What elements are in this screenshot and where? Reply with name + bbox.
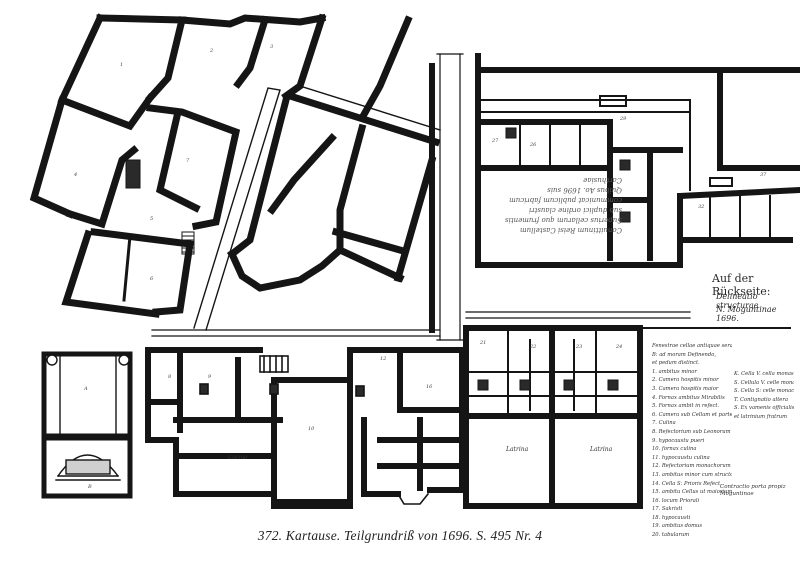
legend-left-column: Fenestrae cellae antiquae seraetul B: ad … bbox=[652, 342, 732, 540]
svg-text:Carthusiae: Carthusiae bbox=[583, 176, 622, 184]
legend-entry: Fenestrae cellae antiquae seraetul bbox=[652, 343, 732, 349]
legend-entry: 8. Refectorium sub Leonorum bbox=[652, 428, 731, 435]
svg-text:1: 1 bbox=[120, 62, 123, 68]
svg-text:10: 10 bbox=[308, 426, 315, 432]
legend-entry: 19. ambitus domus bbox=[652, 523, 702, 530]
svg-text:37: 37 bbox=[760, 172, 767, 178]
svg-text:5: 5 bbox=[150, 216, 153, 222]
svg-text:A: A bbox=[83, 386, 88, 392]
svg-text:32: 32 bbox=[698, 204, 704, 210]
legend-entry: K. Cella V. cella monastica bbox=[734, 371, 794, 377]
svg-text:12: 12 bbox=[380, 356, 386, 362]
legend-entry: 9. hypocaustu pueri bbox=[652, 437, 705, 444]
legend-entry: 11. hypocaustu culina bbox=[652, 454, 710, 461]
mirrored-script: Conuittinum Reisi Castellum Superius cel… bbox=[505, 176, 622, 234]
legend-right-column: K. Cella V. cella monastica S. Cellula V.… bbox=[734, 370, 794, 422]
legend-entry: 10. fornax culina bbox=[652, 446, 697, 453]
north-east-block bbox=[475, 53, 800, 268]
annotation-title: Auf der Rückseite: bbox=[712, 272, 771, 298]
legend-entry: et latrinium fratrum bbox=[734, 413, 788, 420]
svg-text:Quibus Ao. 1696 suis: Quibus Ao. 1696 suis bbox=[547, 186, 622, 194]
legend-entry: 18. hypocausti bbox=[652, 514, 691, 521]
svg-text:22: 22 bbox=[529, 344, 536, 350]
south-east-block bbox=[463, 325, 643, 509]
legend-entry: 16. locum Priorali bbox=[652, 497, 700, 504]
svg-text:26: 26 bbox=[529, 142, 537, 148]
vertical-corridor bbox=[436, 53, 464, 341]
latrina-label-1: Latrina bbox=[506, 446, 529, 453]
legend-entry: 15. ambitu Cellus ut maiorium bbox=[652, 489, 732, 496]
legend-entry: S. Cella S: celle monachum bbox=[734, 388, 794, 395]
legend-entry: B: ad moram Definendo, bbox=[652, 351, 716, 358]
legend-entry: 4. Fornax ambitus Mirabilis bbox=[652, 394, 725, 401]
rotated-building-block bbox=[29, 13, 441, 318]
legend-entry: S. Cellula V. celle monachum bbox=[734, 379, 794, 386]
svg-text:sub duplici ordine claustri: sub duplici ordine claustri bbox=[529, 206, 622, 214]
legend-entry: 14. Cella S: Prioris Refect. bbox=[652, 480, 722, 487]
svg-text:29: 29 bbox=[619, 116, 627, 122]
legend-entry: 5. Fornax ambit in refect. bbox=[652, 403, 720, 410]
svg-text:24: 24 bbox=[615, 344, 622, 350]
cellar-label: caeme bbox=[228, 454, 248, 461]
legend-entry: et pedum distinct. bbox=[652, 360, 700, 367]
legend-entry: 1. ambitus minor bbox=[652, 368, 697, 375]
detail-drawings bbox=[41, 351, 133, 499]
corner-note: Contractio porta propiz Moguntinae bbox=[720, 484, 786, 497]
svg-text:Superius cellarum quo frumenti: Superius cellarum quo frumentis bbox=[505, 216, 622, 224]
legend-entry: 7. Culina bbox=[652, 420, 676, 427]
latrina-label-2: Latrina bbox=[590, 446, 613, 453]
svg-text:4: 4 bbox=[73, 172, 77, 178]
svg-text:8: 8 bbox=[168, 374, 171, 380]
horizontal-corridor bbox=[151, 311, 691, 337]
svg-text:9: 9 bbox=[208, 374, 212, 380]
south-west-block bbox=[145, 347, 465, 509]
svg-text:7: 7 bbox=[186, 158, 190, 164]
annotation-line-2: N. Moguntinae 1696. bbox=[716, 305, 777, 323]
legend-entry: 13. ambitus minor cum structo bbox=[652, 471, 732, 478]
legend-entry: 17. Sakristi bbox=[652, 506, 683, 513]
figure-caption: 372. Kartause. Teilgrundriß von 1696. S.… bbox=[257, 528, 543, 543]
legend-entry: T. Contignatio altera bbox=[734, 396, 788, 403]
svg-text:Conuittinum Reisi Castellum: Conuittinum Reisi Castellum bbox=[520, 226, 622, 234]
legend-entry: 6. Camera sub Cellam et parte bbox=[652, 411, 732, 418]
legend-entry: 2. Camera hospitis minor bbox=[652, 377, 719, 384]
svg-text:3: 3 bbox=[270, 44, 273, 50]
annotation-line-1: Delineatio structurae bbox=[716, 292, 759, 310]
legend-entry: 20. tabularum bbox=[652, 532, 690, 539]
svg-text:16: 16 bbox=[426, 384, 433, 390]
svg-text:2: 2 bbox=[209, 48, 213, 54]
svg-text:B: B bbox=[87, 484, 92, 490]
svg-text:21: 21 bbox=[479, 340, 486, 346]
svg-text:communicat publicum fabricum: communicat publicum fabricum bbox=[509, 196, 622, 204]
legend-entry: 12. Refectorium monachorum bbox=[652, 463, 731, 470]
legend-entry: S. Ex vamenis officialis bbox=[734, 405, 794, 412]
svg-text:23: 23 bbox=[575, 344, 582, 350]
svg-text:27: 27 bbox=[491, 138, 499, 144]
legend-entry: 3. Camera hospitis maior bbox=[652, 385, 719, 392]
svg-text:6: 6 bbox=[150, 276, 154, 282]
